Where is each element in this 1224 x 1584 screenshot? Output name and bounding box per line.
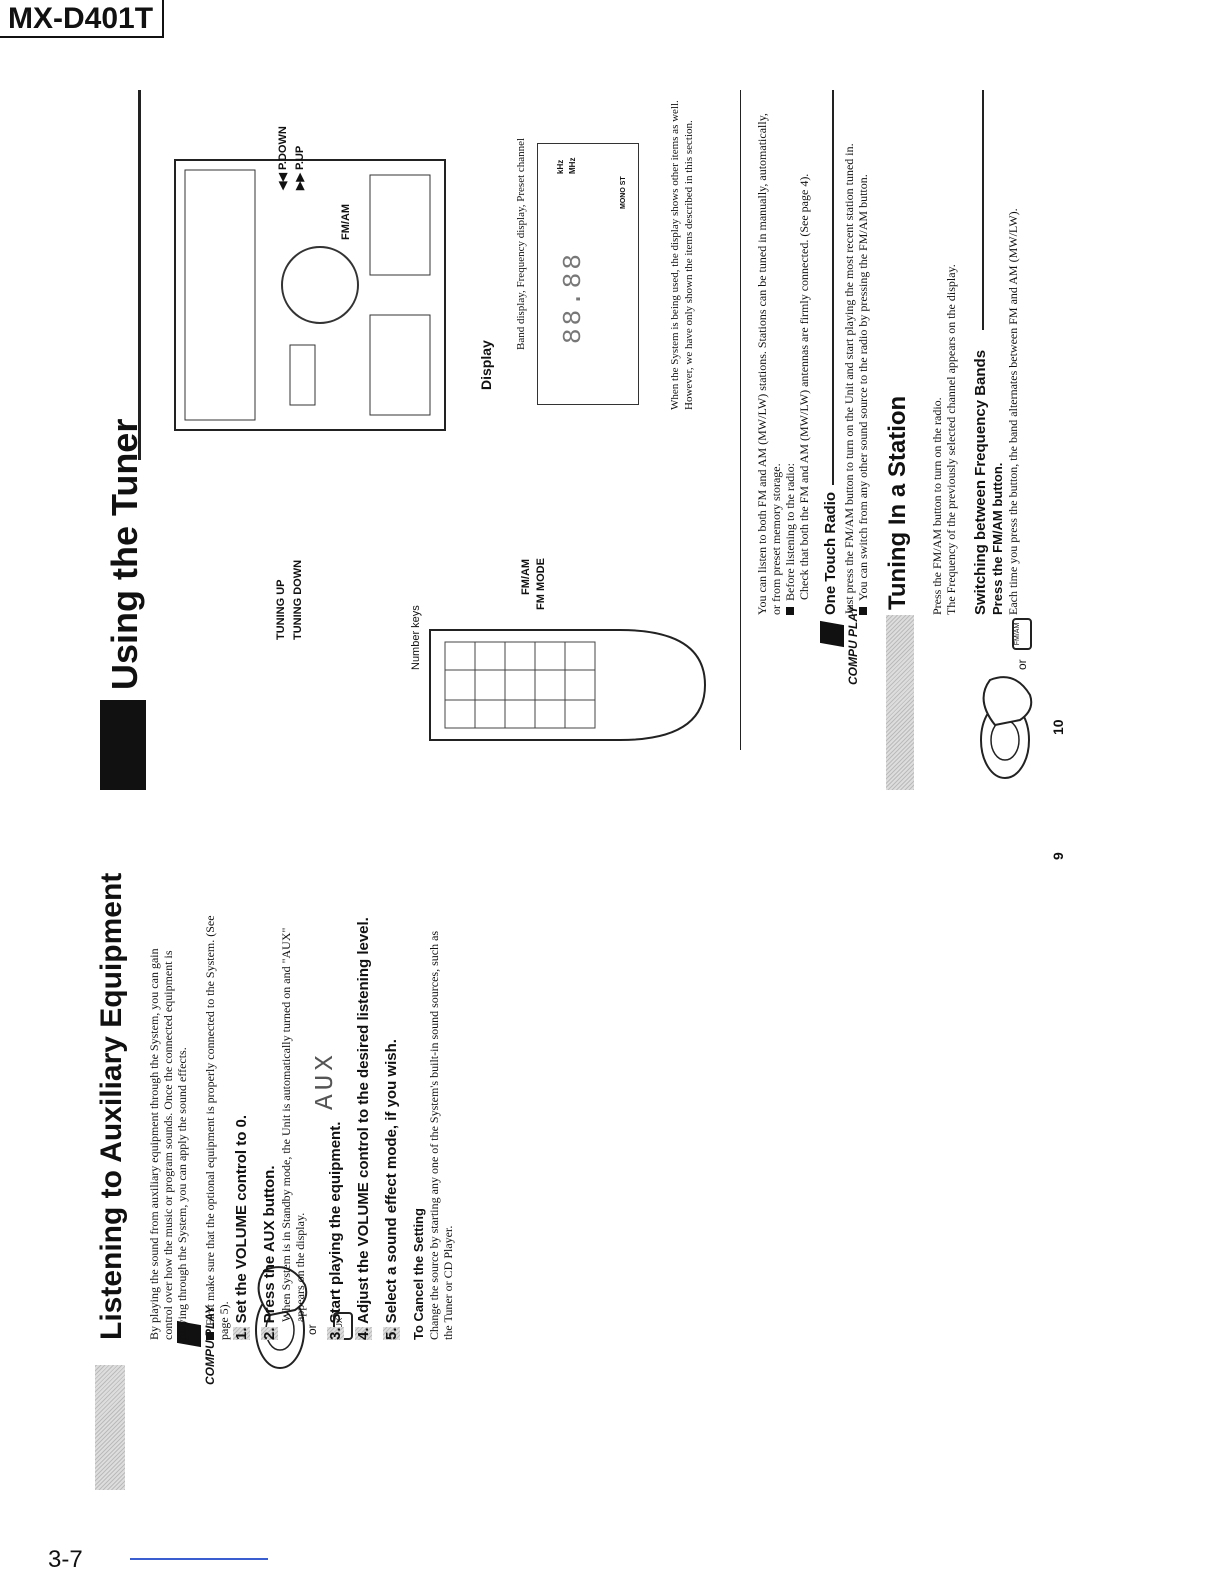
step-3: 3. Start playing the equipment. bbox=[327, 1121, 344, 1340]
section-rule bbox=[740, 90, 741, 750]
one-touch-rule bbox=[832, 90, 834, 485]
tuning-title: Tuning In a Station bbox=[884, 395, 911, 610]
title-block bbox=[100, 700, 146, 790]
display-caption: Band display, Frequency display, Preset … bbox=[515, 137, 527, 350]
tuning-text-2: The Frequency of the previously selected… bbox=[944, 264, 958, 615]
remote-fmmode-label: FM MODE bbox=[535, 558, 547, 610]
switching-text: Each time you press the button, the band… bbox=[1006, 208, 1020, 615]
step-2: 2. Press the AUX button. bbox=[261, 1165, 278, 1340]
model-header: MX-D401T bbox=[0, 0, 164, 38]
tuning-down-label: TUNING DOWN bbox=[292, 559, 304, 640]
fmam-button-icon: FM/AM bbox=[1012, 618, 1032, 650]
aux-display-readout: AUX bbox=[310, 1051, 340, 1110]
cancel-text: Change the source by starting any one of… bbox=[427, 930, 455, 1340]
page-number-left: 9 bbox=[1050, 852, 1066, 860]
tuner-intro-2: or from preset memory storage. bbox=[769, 463, 783, 615]
number-keys-label: Number keys bbox=[410, 605, 422, 670]
cancel-title: To Cancel the Setting bbox=[411, 1208, 426, 1340]
switching-sub: Press the FM/AM button. bbox=[990, 462, 1005, 615]
control-dial-icon-right bbox=[970, 670, 1050, 780]
display-panel: 88.88 kHz MHz MONO ST bbox=[537, 143, 639, 405]
page-label: 3-7 bbox=[48, 1546, 83, 1573]
title-shade bbox=[95, 1365, 125, 1490]
or-text: or bbox=[305, 1324, 319, 1335]
one-touch-text-2: You can switch from any other sound sour… bbox=[856, 95, 870, 615]
mono-st-indicator: MONO ST bbox=[620, 176, 627, 209]
intro-text: By playing the sound from auxiliary equi… bbox=[147, 948, 189, 1340]
tuning-text-1: Press the FM/AM button to turn on the ra… bbox=[930, 397, 944, 615]
remote-fmam-label: FM/AM bbox=[520, 558, 532, 595]
one-touch-title: One Touch Radio bbox=[822, 491, 839, 615]
khz-unit: kHz bbox=[556, 159, 565, 174]
title-rule bbox=[138, 90, 141, 460]
tuning-shade bbox=[886, 615, 914, 790]
antenna-check: Check that both the FM and AM (MW/LW) an… bbox=[797, 173, 811, 600]
main-unit-illustration bbox=[170, 155, 450, 435]
unit-fmam-label: FM/AM bbox=[340, 203, 352, 240]
note-text: First make sure that the optional equipm… bbox=[203, 915, 231, 1340]
tuner-page: Using the Tuner Number keys FM/AM FM MOD… bbox=[100, 90, 1080, 790]
mhz-unit: MHz bbox=[568, 157, 577, 174]
footer-rule bbox=[130, 1558, 268, 1560]
hand-icon-right bbox=[820, 620, 844, 648]
pup-label: ▶▶ P.UP bbox=[294, 145, 306, 190]
display-note-2: However, we have only shown the items de… bbox=[683, 120, 695, 410]
tuning-up-label: TUNING UP bbox=[275, 579, 287, 641]
step-4: 4. Adjust the VOLUME control to the desi… bbox=[355, 917, 372, 1340]
switching-rule bbox=[982, 90, 984, 330]
step-1: 1. Set the VOLUME control to 0. bbox=[233, 1114, 250, 1340]
step-2-sub: When System is in Standby mode, the Unit… bbox=[279, 927, 307, 1322]
one-touch-text-1: Just press the FM/AM button to turn on t… bbox=[842, 143, 856, 615]
tuner-intro-1: You can listen to both FM and AM (MW/LW)… bbox=[755, 113, 769, 615]
compu-play-text-right: COMPU PLAY bbox=[846, 605, 860, 685]
aux-page: Listening to Auxiliary Equipment COMPU P… bbox=[95, 873, 565, 1490]
remote-control-illustration bbox=[420, 620, 710, 750]
before-listening: Before listening to the radio: bbox=[783, 463, 797, 615]
step-5: 5. Select a sound effect mode, if you wi… bbox=[383, 1039, 400, 1340]
switching-title: Switching between Frequency Bands bbox=[972, 349, 989, 615]
display-note-1: When the System is being used, the displ… bbox=[669, 100, 681, 410]
or-text-right: or bbox=[1015, 659, 1029, 670]
pdown-label: ◀◀ P.DOWN bbox=[277, 126, 289, 190]
page-title: Listening to Auxiliary Equipment bbox=[95, 872, 128, 1340]
display-title: Display bbox=[478, 340, 494, 390]
